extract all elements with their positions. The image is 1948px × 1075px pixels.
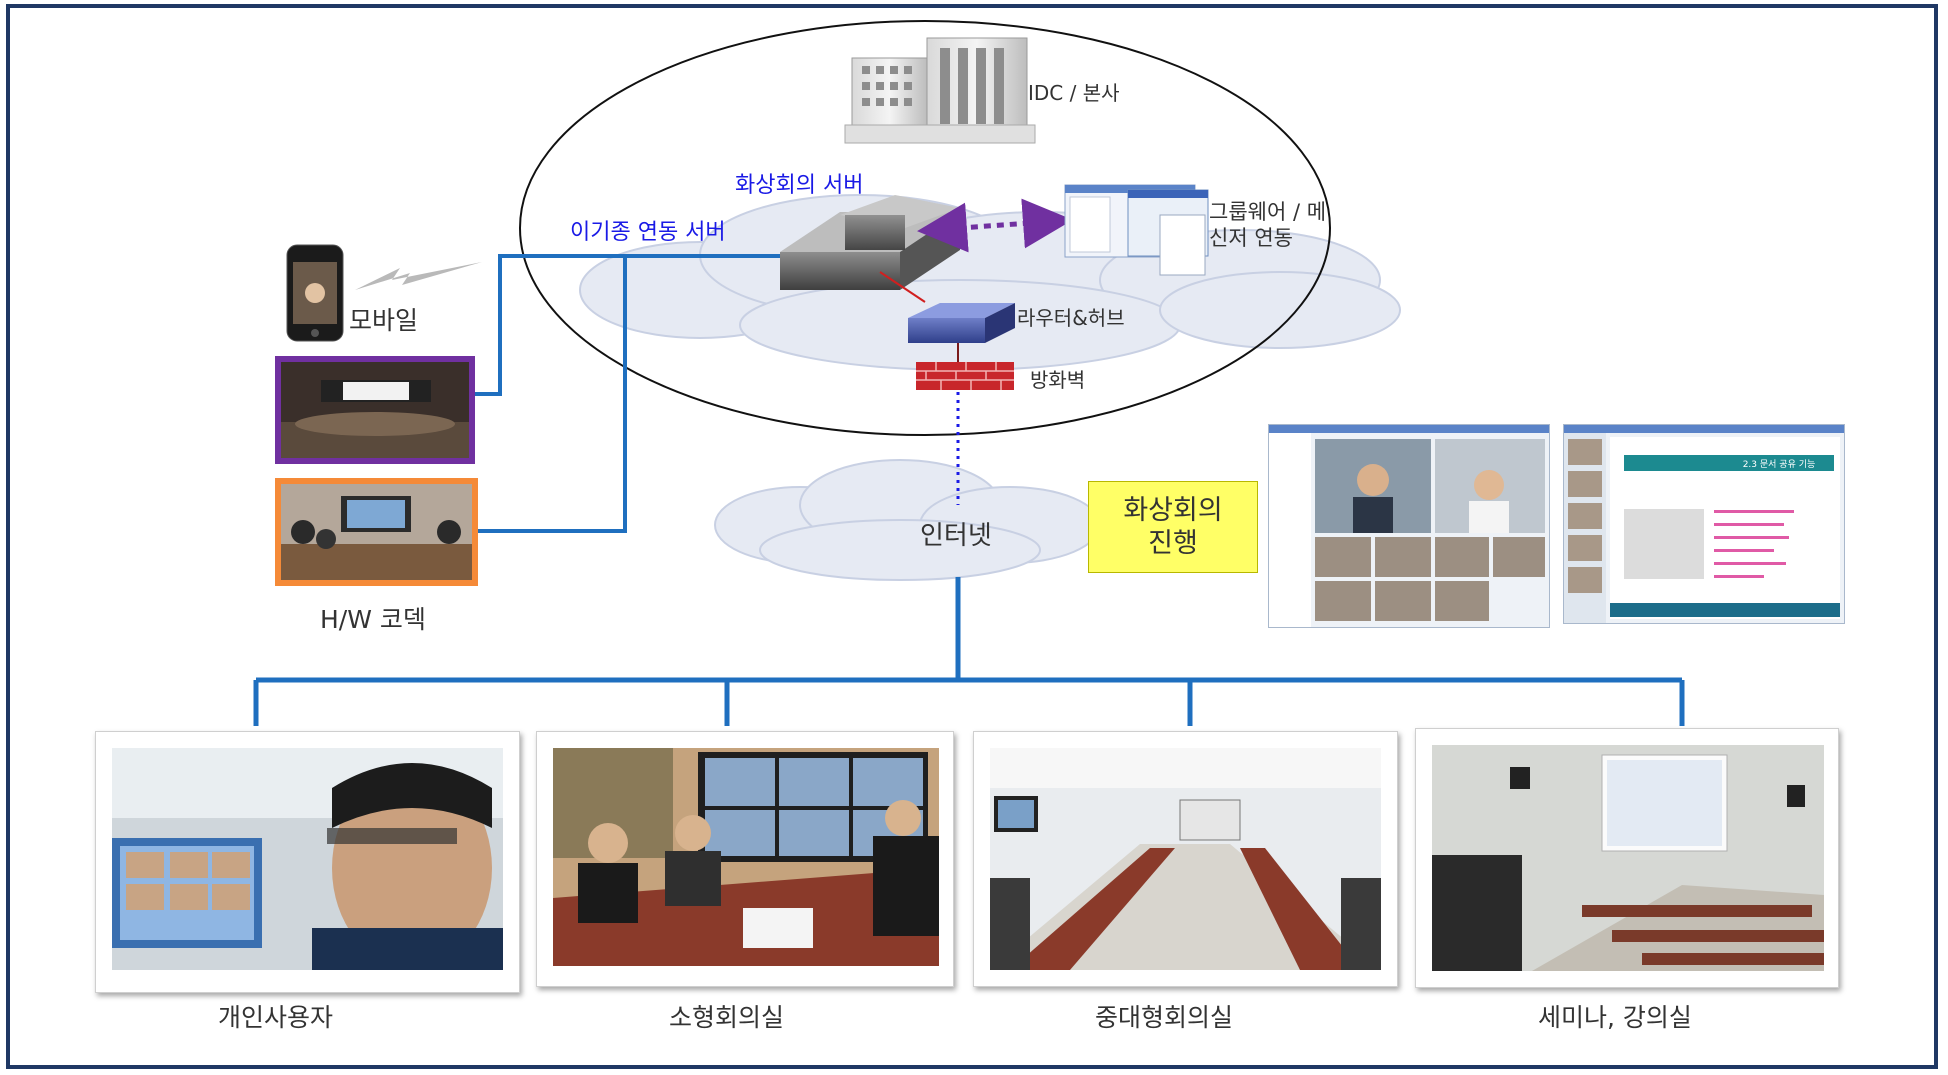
document-sharing-screenshot: 2.3 문서 공유 기능	[1563, 424, 1845, 624]
vc-server-label: 화상회의 서버	[735, 173, 864, 198]
interop-server-label: 이기종 연동 서버	[570, 220, 726, 245]
building-icon	[844, 37, 1036, 144]
endpoint-photo-large-room	[973, 731, 1398, 987]
internet-label: 인터넷	[920, 521, 992, 551]
idc-boundary	[519, 20, 1331, 436]
groupware-label-line1: 그룹웨어 / 메	[1209, 200, 1327, 224]
endpoint-photo-small-room	[536, 731, 954, 987]
groupware-label-line2: 신저 연동	[1209, 226, 1293, 250]
meeting-progress-box: 화상회의 진행	[1088, 481, 1258, 573]
endpoint-bus	[253, 577, 1685, 726]
meeting-progress-line2: 진행	[1148, 528, 1198, 559]
idc-label: IDC / 본사	[1028, 81, 1120, 105]
video-conference-screenshot	[1268, 424, 1550, 628]
groupware-arrow	[917, 198, 1073, 253]
video-room-thumbnail	[275, 356, 475, 464]
hw-codec-label: H/W 코덱	[320, 605, 426, 634]
router-label: 라우터&허브	[1017, 306, 1125, 330]
internet-cloud	[714, 459, 1101, 581]
firewall-icon	[916, 362, 1014, 390]
signal-icon	[355, 262, 482, 290]
meeting-progress-line1: 화상회의	[1123, 495, 1223, 526]
endpoint-label-personal: 개인사용자	[218, 1003, 334, 1032]
hw-codec-thumbnail	[275, 478, 478, 586]
mobile-phone-icon	[286, 244, 344, 342]
groupware-screenshot	[1064, 184, 1209, 276]
endpoint-photo-personal	[95, 731, 520, 993]
endpoint-label-large-room: 중대형회의실	[1095, 1003, 1234, 1032]
groupware-label: 그룹웨어 / 메 신저 연동	[1209, 199, 1326, 251]
endpoint-photo-seminar	[1415, 728, 1839, 988]
doc-title-text: 2.3 문서 공유 기능	[1743, 459, 1816, 470]
firewall-label: 방화벽	[1030, 368, 1086, 392]
endpoint-label-small-room: 소형회의실	[669, 1003, 785, 1032]
endpoint-label-seminar: 세미나, 강의실	[1538, 1003, 1692, 1032]
interop-connector	[475, 254, 780, 533]
server-router-link	[879, 271, 926, 303]
mobile-label: 모바일	[349, 306, 419, 335]
router-icon	[908, 303, 1015, 343]
diagram-frame	[6, 4, 1938, 1069]
